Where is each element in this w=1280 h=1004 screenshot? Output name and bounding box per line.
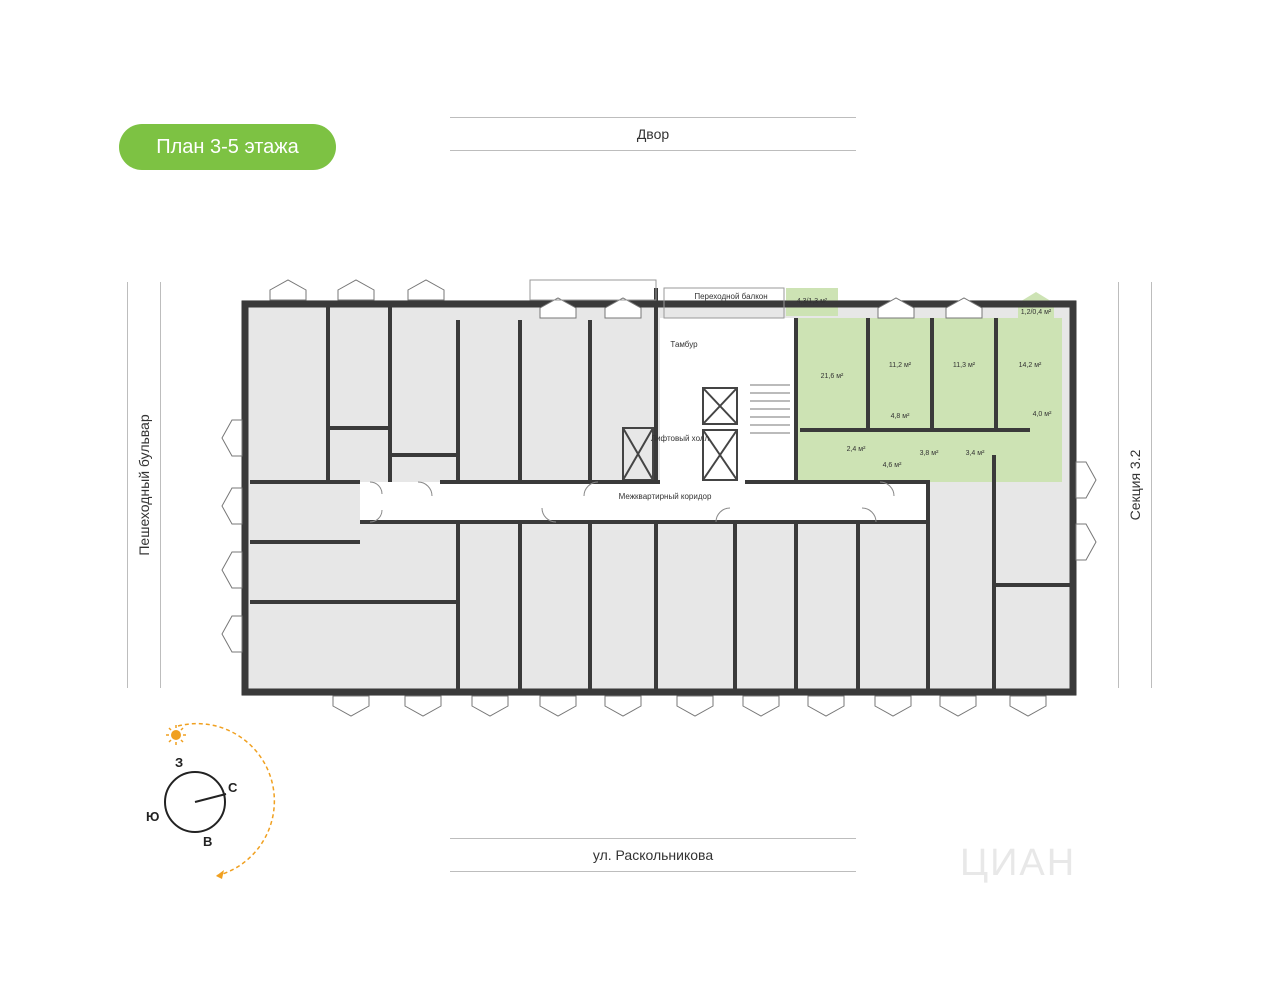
- corridor-area: [360, 482, 930, 522]
- sun-icon: [166, 725, 186, 745]
- transition-balcony-outline: [529, 279, 785, 319]
- room-area-label: 11,2 м²: [889, 362, 912, 369]
- stairwell: [750, 384, 790, 434]
- elevator-shafts: [622, 387, 738, 481]
- corridor-label: Межквартирный коридор: [619, 492, 712, 501]
- elevator-hall-label: Лифтовый холл: [651, 434, 710, 443]
- compass-circle: [164, 771, 226, 833]
- highlighted-apartment[interactable]: [786, 288, 1062, 482]
- compass-east: В: [203, 834, 213, 849]
- street-label-left: Пешеходный бульвар: [127, 282, 161, 688]
- room-area-label: 4,8 м²: [891, 413, 910, 420]
- room-area-label: 3,8 м²: [920, 450, 939, 457]
- transition-balcony-label: Переходной балкон: [694, 292, 767, 301]
- bay-windows: [221, 279, 1097, 717]
- sun-path-arc: [177, 722, 276, 877]
- compass-north: С: [228, 780, 238, 795]
- room-area-label: 21,6 м²: [821, 373, 844, 380]
- compass-south: Ю: [146, 809, 160, 824]
- street-label-bottom: ул. Раскольникова: [450, 838, 856, 872]
- doors: [369, 481, 895, 523]
- watermark-logo: ЦИАН: [960, 842, 1077, 884]
- room-area-label: 1,2/0,4 м²: [1021, 309, 1052, 316]
- interior-walls: [250, 288, 1070, 692]
- room-area-label: 11,3 м²: [953, 362, 976, 369]
- street-label-top: Двор: [450, 117, 856, 151]
- vestibule-label: Тамбур: [670, 340, 698, 349]
- room-area-label: 14,2 м²: [1019, 362, 1042, 369]
- room-area-label: 4,0 м²: [1033, 411, 1052, 418]
- compass-needle: [194, 793, 227, 803]
- outer-walls: [241, 300, 1077, 696]
- room-area-label: 4,3/1,3 м²: [797, 298, 828, 305]
- room-area-label: 4,6 м²: [883, 462, 902, 469]
- floor-plan-title-badge: План 3-5 этажа: [119, 124, 336, 170]
- compass-west: З: [175, 755, 184, 770]
- street-label-right: Секция 3.2: [1118, 282, 1152, 688]
- room-area-label: 2,4 м²: [847, 446, 866, 453]
- sun-path-arrow: [216, 870, 224, 879]
- core-area: [660, 318, 795, 482]
- room-area-label: 3,4 м²: [966, 450, 985, 457]
